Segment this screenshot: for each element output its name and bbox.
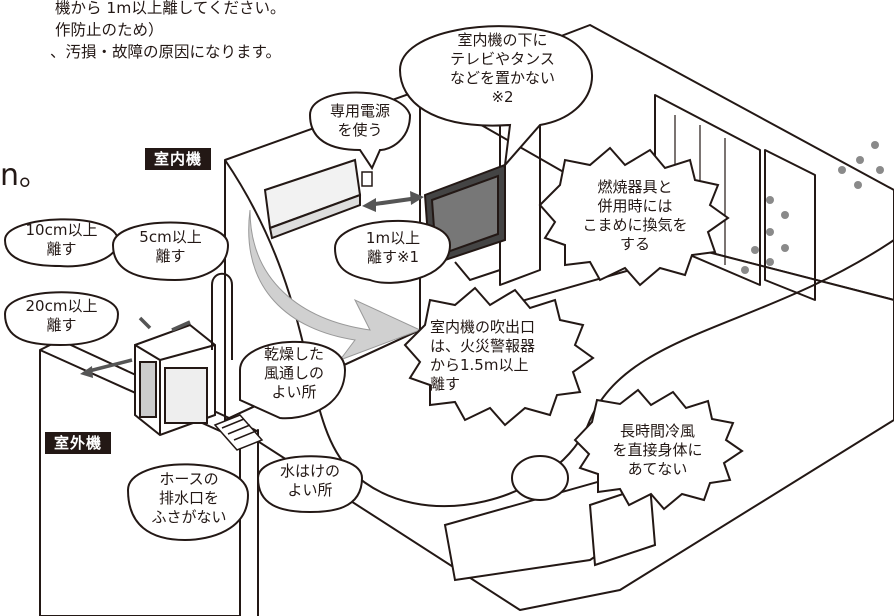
instruction-line-3: 、汚損・故障の原因になります。 — [50, 43, 281, 61]
label-ventilation: 燃焼器具と 併用時には こまめに換気を する — [582, 178, 688, 253]
indoor-unit-tag: 室内機 — [145, 148, 212, 170]
burst-ventilation — [538, 146, 730, 287]
label-5cm: 5cm以上 離す — [139, 228, 202, 265]
arrow-5cm — [171, 320, 191, 332]
callout-power-bubble — [308, 91, 412, 171]
label-cold-air: 長時間冷風 を直接身体に あてない — [612, 422, 703, 478]
outdoor-unit — [134, 323, 216, 437]
callout-hose-bubble — [126, 463, 250, 542]
callout-drain-bubble — [256, 455, 364, 514]
burst-alarm — [403, 286, 595, 427]
instruction-line-1: 機から 1m以上離してください。 — [55, 0, 286, 17]
label-no-furniture: 室内機の下に テレビやタンス などを置かない ※2 — [449, 31, 555, 106]
outdoor-unit-tag: 室外機 — [45, 432, 112, 454]
callout-dry-bubble — [239, 340, 347, 420]
cut-off-text: n。 — [0, 158, 50, 193]
foliage-dots — [741, 141, 884, 274]
callout-10cm-bubble — [3, 218, 120, 268]
drain-grate — [213, 414, 264, 451]
callout-no-furniture-bubble — [398, 25, 594, 169]
outdoor-pipe — [211, 272, 233, 360]
label-hose: ホースの 排水口を ふさがない — [151, 470, 227, 526]
label-1m: 1m以上 離す※1 — [365, 229, 421, 266]
label-dry-place: 乾燥した 風通しの よい所 — [263, 345, 324, 401]
label-dedicated-power: 専用電源 を使う — [329, 102, 390, 139]
label-drain-place: 水はけの よい所 — [279, 462, 340, 499]
indoor-unit — [263, 158, 362, 240]
label-10cm: 10cm以上 離す — [25, 221, 98, 258]
callout-20cm-bubble — [3, 291, 120, 347]
label-20cm: 20cm以上 離す — [25, 297, 98, 334]
distance-arrow — [367, 196, 419, 207]
instruction-line-2: 作防止のため） — [55, 21, 164, 39]
callout-1m-bubble — [333, 220, 452, 284]
arrow-10cm — [138, 316, 152, 330]
arrow-20cm — [84, 358, 133, 374]
power-outlet — [361, 171, 373, 187]
burst-cold-air — [573, 388, 744, 511]
label-alarm: 室内機の吹出口 は、火災警報器 から1.5m以上 離す — [430, 318, 536, 393]
callout-5cm-bubble — [111, 221, 230, 282]
